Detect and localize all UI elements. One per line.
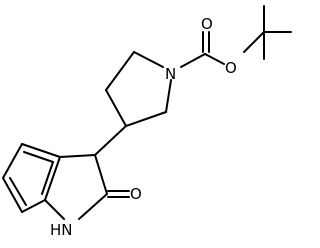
bond-nh-to-c7a [44,199,65,220]
bond-c2-to-nh [78,193,108,220]
atom-label-ketone-o: O [130,185,142,203]
bond-c4-to-c5 [125,111,167,127]
molecule-structure: N O O O HN [2,5,292,239]
bond-c3-to-c2 [94,154,108,195]
atom-label-ester-o-single: O [225,59,237,77]
bond-c3-to-c3a [59,154,96,158]
bond-benzene-inner-2 [9,177,27,206]
bond-benzene-c4-c5 [2,143,23,179]
bond-benzene-c6-c7 [21,199,46,213]
bond-n-to-c2 [133,51,164,68]
atom-label-pyrrolidine-n: N [165,65,176,83]
bond-c2-to-c3 [105,51,135,91]
bond-benzene-c5-c6 [2,177,23,213]
bond-c5-to-n [165,79,172,113]
molecule-canvas: N O O O HN [2,5,292,239]
atom-label-ester-o-double: O [201,15,213,33]
bond-benzene-c7a-c3a [44,156,61,201]
bond-benzene-inner-1 [23,151,54,163]
bond-benzene-inner-3 [41,161,54,195]
bond-carbonyl-to-n [180,53,206,68]
bond-pyrrolidine-to-oxindole [94,125,127,156]
atom-label-amide-nh: HN [50,221,73,239]
bond-benzene-c3a-c4 [21,143,61,158]
bond-tbu-to-ester-o [243,31,265,53]
bond-c3-to-c4 [105,89,127,127]
bond-ester-o-to-carbonyl [204,53,225,65]
